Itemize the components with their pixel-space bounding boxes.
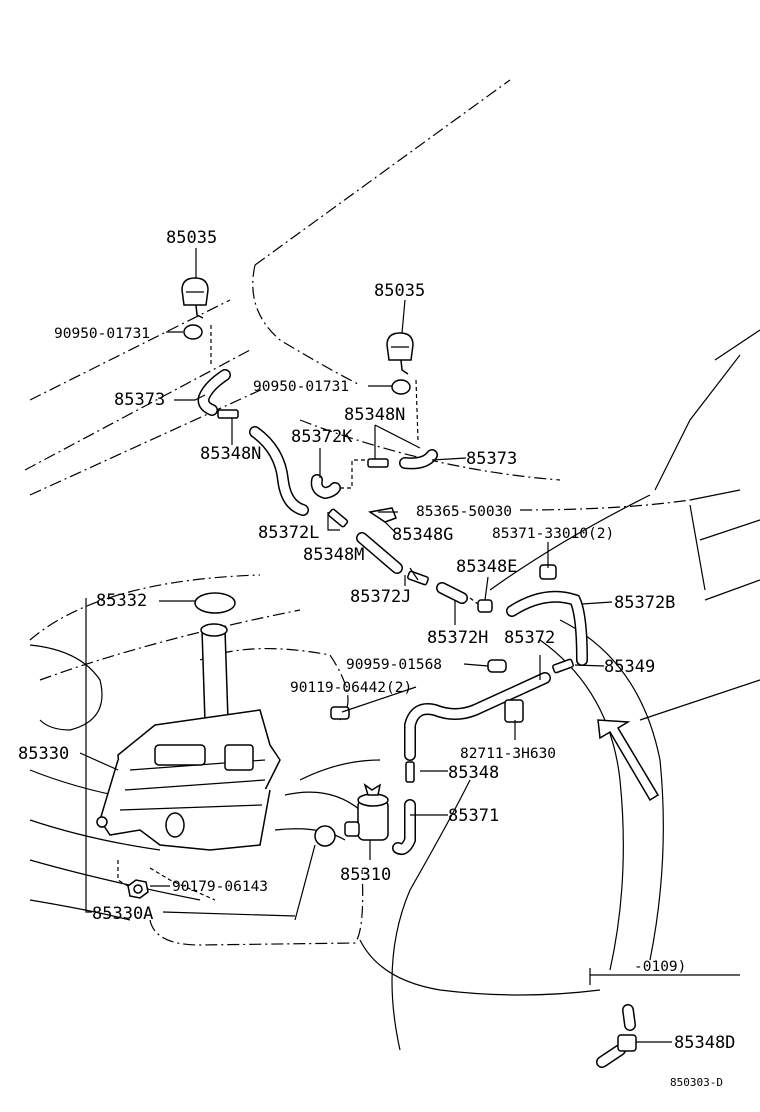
diagram-code: 850303-D <box>670 1076 723 1089</box>
label-85348G: 85348G <box>392 525 453 545</box>
reference-lines <box>117 325 479 946</box>
label-90959: 90959-01568 <box>346 657 442 673</box>
label-85035-right: 85035 <box>374 281 425 301</box>
grommet-right-icon <box>391 379 411 395</box>
label-85348E: 85348E <box>456 557 517 577</box>
label-85365: 85365-50030 <box>416 504 512 520</box>
vehicle-body-outline <box>24 79 760 1051</box>
label-85372J: 85372J <box>350 587 411 607</box>
label-85372H: 85372H <box>427 628 488 648</box>
label-90119: 90119-06442(2) <box>290 680 412 696</box>
leader-lines <box>79 248 672 1043</box>
label-85372B: 85372B <box>614 593 675 613</box>
label-85035-left: 85035 <box>166 228 217 248</box>
label-85371: 85371 <box>448 806 499 826</box>
label-90950-left: 90950-01731 <box>54 326 150 342</box>
label-85332: 85332 <box>96 591 147 611</box>
label-85348N-right: 85348N <box>344 405 405 425</box>
label-85310: 85310 <box>340 865 391 885</box>
bolt-icon <box>127 879 149 899</box>
washer-tank-icon <box>96 623 281 851</box>
label-85372K: 85372K <box>291 427 353 447</box>
label-85330: 85330 <box>18 744 69 764</box>
label-90179: 90179-06143 <box>172 879 268 895</box>
label-85348D: 85348D <box>674 1033 735 1053</box>
label-85348: 85348 <box>448 763 499 783</box>
part-labels: 85035 90950-01731 85373 85348N 85035 909… <box>18 228 735 1089</box>
label-85373-right: 85373 <box>466 449 517 469</box>
label-85372: 85372 <box>504 628 555 648</box>
pump-grommet-icon <box>314 825 336 847</box>
label-85330A: 85330A <box>92 904 153 924</box>
label-85348N-left: 85348N <box>200 444 261 464</box>
cap-85332-icon <box>194 592 236 614</box>
label-85348M: 85348M <box>303 545 364 565</box>
front-arrow-icon <box>597 719 660 802</box>
nozzle-right-icon <box>386 332 414 375</box>
grommet-left-icon <box>183 324 203 340</box>
label-85349: 85349 <box>604 657 655 677</box>
label-85371-33010: 85371-33010(2) <box>492 526 614 542</box>
label-85372L: 85372L <box>258 523 319 543</box>
label-82711: 82711-3H630 <box>460 746 556 762</box>
label-85373-left: 85373 <box>114 390 165 410</box>
nozzle-left-icon <box>181 277 209 319</box>
label-90950-right: 90950-01731 <box>253 379 349 395</box>
label-range: -0109) <box>634 959 686 975</box>
hoses <box>197 369 636 1068</box>
pump-motor-icon <box>344 783 389 841</box>
